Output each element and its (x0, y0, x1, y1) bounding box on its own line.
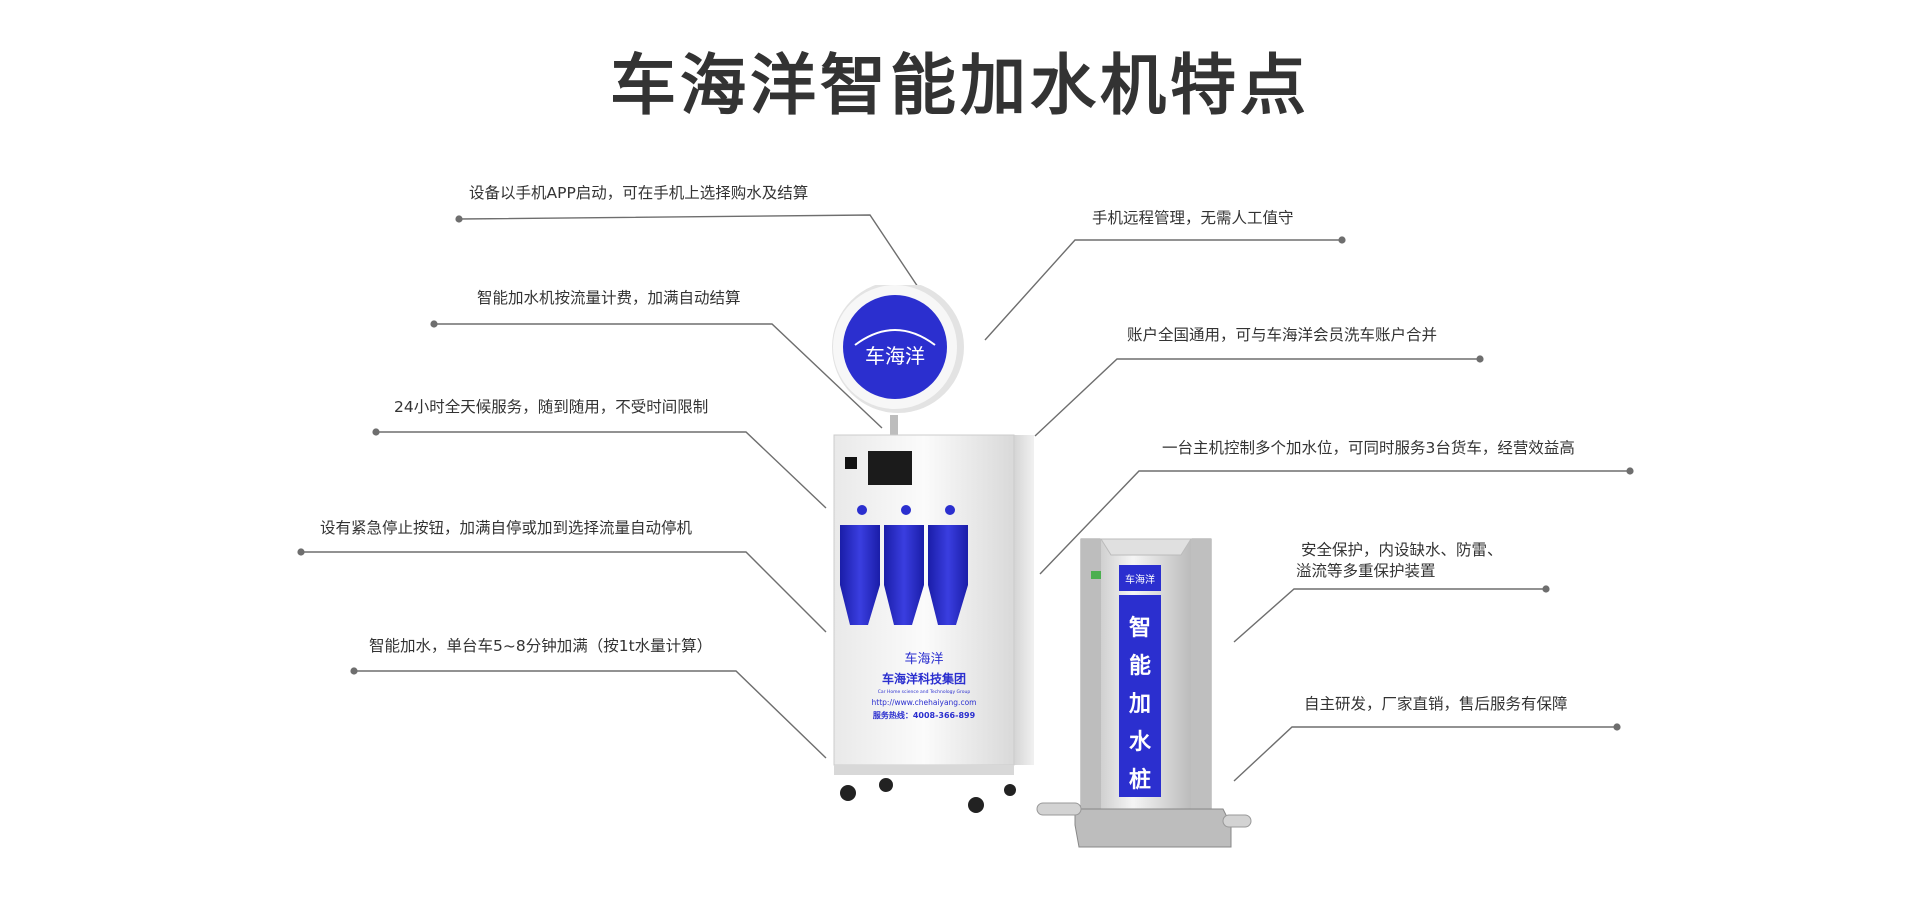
feature-emergency-stop: 设有紧急停止按钮，加满自停或加到选择流量自动停机 (320, 519, 693, 537)
leader-dot-service (1613, 723, 1621, 731)
company-name-en: Car Home science and Technology Group (878, 689, 971, 695)
screen (868, 451, 912, 485)
leader-dot-safety (1542, 585, 1550, 593)
leader-line-flow (434, 323, 883, 429)
company-name: 车海洋科技集团 (882, 671, 966, 686)
leader-dot-multi (1626, 467, 1634, 475)
leader-line-time (354, 670, 827, 759)
feature-remote-management: 手机远程管理，无需人工值守 (1092, 209, 1294, 227)
leader-dot-remote (1338, 236, 1346, 244)
head-logo-disc (843, 295, 947, 399)
leader-line-multi (1039, 470, 1630, 575)
company-hotline: 服务热线：4008-366-899 (873, 710, 976, 720)
leader-line-remote (984, 239, 1342, 341)
feature-flow-billing: 智能加水机按流量计费，加满自动结算 (477, 289, 741, 307)
feature-fill-time: 智能加水，单台车5~8分钟加满（按1t水量计算） (369, 637, 713, 655)
water-pile-illustration: 车海洋 智能加水桩 (1036, 538, 1252, 848)
pile-label: 智能加水桩 (1128, 615, 1152, 793)
leader-line-stop (301, 551, 827, 633)
leader-dot-account (1476, 355, 1484, 363)
leader-dot-app (455, 215, 463, 223)
pile-logo-text: 车海洋 (1125, 573, 1155, 586)
feature-safety-line1: 安全保护，内设缺水、防雷、 (1301, 541, 1503, 559)
head-logo-text: 车海洋 (865, 344, 925, 368)
feature-app-start: 设备以手机APP启动，可在手机上选择购水及结算 (469, 184, 809, 202)
feature-account-national: 账户全国通用，可与车海洋会员洗车账户合并 (1127, 326, 1438, 344)
leader-line-account (1034, 358, 1480, 437)
water-machine-illustration: 车海洋 车海洋 车海洋科技集团 Car Home science and Tec… (832, 285, 1034, 813)
feature-self-developed: 自主研发，厂家直销，售后服务有保障 (1304, 695, 1568, 713)
company-website: http://www.chehaiyang.com (872, 698, 977, 707)
feature-safety-line2: 溢流等多重保护装置 (1296, 562, 1436, 580)
page-title: 车海洋智能加水机特点 (610, 47, 1310, 124)
feature-24h-service: 24小时全天候服务，随到随用，不受时间限制 (394, 398, 709, 416)
feature-multi-station: 一台主机控制多个加水位，可同时服务3台货车，经营效益高 (1162, 439, 1575, 457)
leader-line-safety (1233, 588, 1546, 643)
leader-line-24h (376, 431, 827, 509)
leader-dot-stop (297, 548, 305, 556)
pile-label-panel (1119, 595, 1161, 797)
leader-line-service (1233, 726, 1617, 782)
leader-line-app (458, 214, 921, 291)
leader-dot-flow (430, 320, 438, 328)
pile-logo-badge (1119, 565, 1161, 591)
body-logo-text: 车海洋 (904, 651, 943, 667)
leader-dot-24h (372, 428, 380, 436)
leader-dot-time (350, 667, 358, 675)
